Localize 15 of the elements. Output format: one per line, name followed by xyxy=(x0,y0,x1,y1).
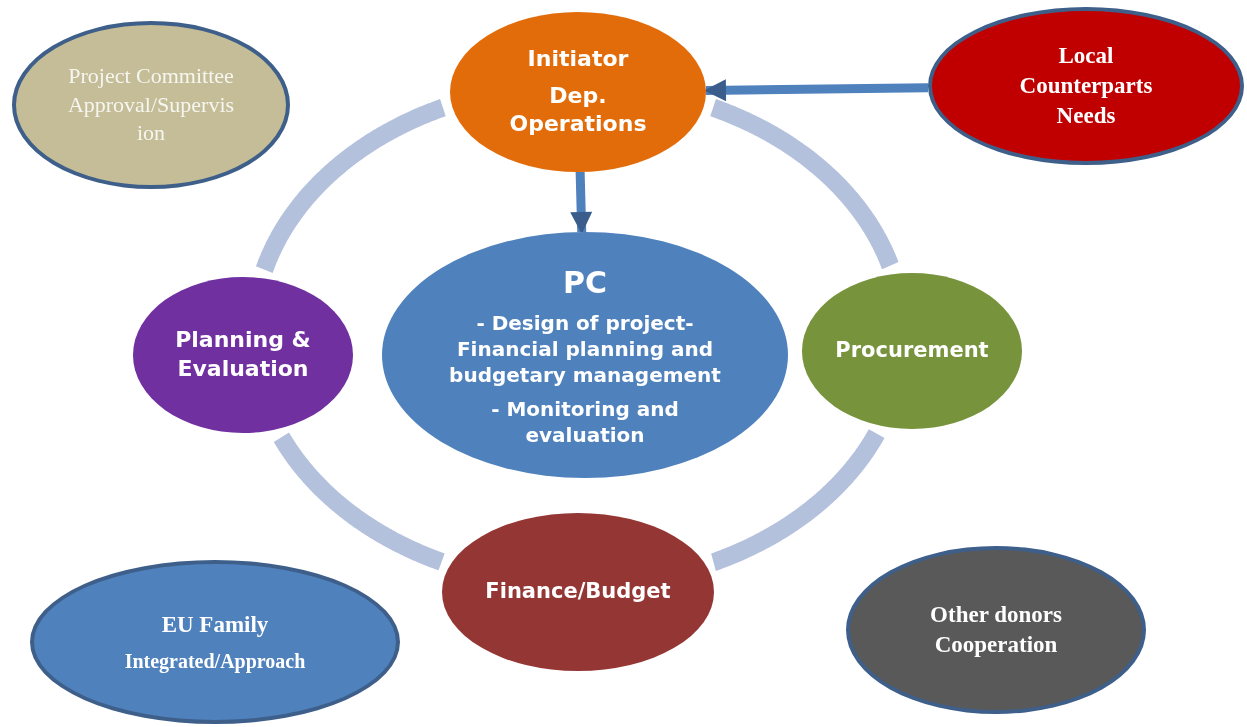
node-text: Procurement xyxy=(835,337,989,365)
node-text: Dep. Operations xyxy=(508,81,648,139)
node-text: Project Committee Approval/Supervis ion xyxy=(66,62,236,148)
node-text: Local Counterparts Needs xyxy=(1018,42,1154,130)
node-heading: EU Family xyxy=(161,611,269,640)
node-text: Integrated/Approach xyxy=(124,648,306,674)
node-heading: Initiator xyxy=(527,45,629,74)
node-text: - Design of project- Financial planning and budgetary management xyxy=(448,309,722,388)
block-arrow xyxy=(570,171,593,234)
node-text: - Monitoring and evaluation xyxy=(490,395,680,448)
node-text: Planning & Evaluation xyxy=(174,326,312,383)
node-heading: PC xyxy=(563,263,607,302)
node-text: Other donors Cooperation xyxy=(929,601,1063,659)
block-arrow xyxy=(704,79,929,102)
node-text: Finance/Budget xyxy=(485,578,671,606)
